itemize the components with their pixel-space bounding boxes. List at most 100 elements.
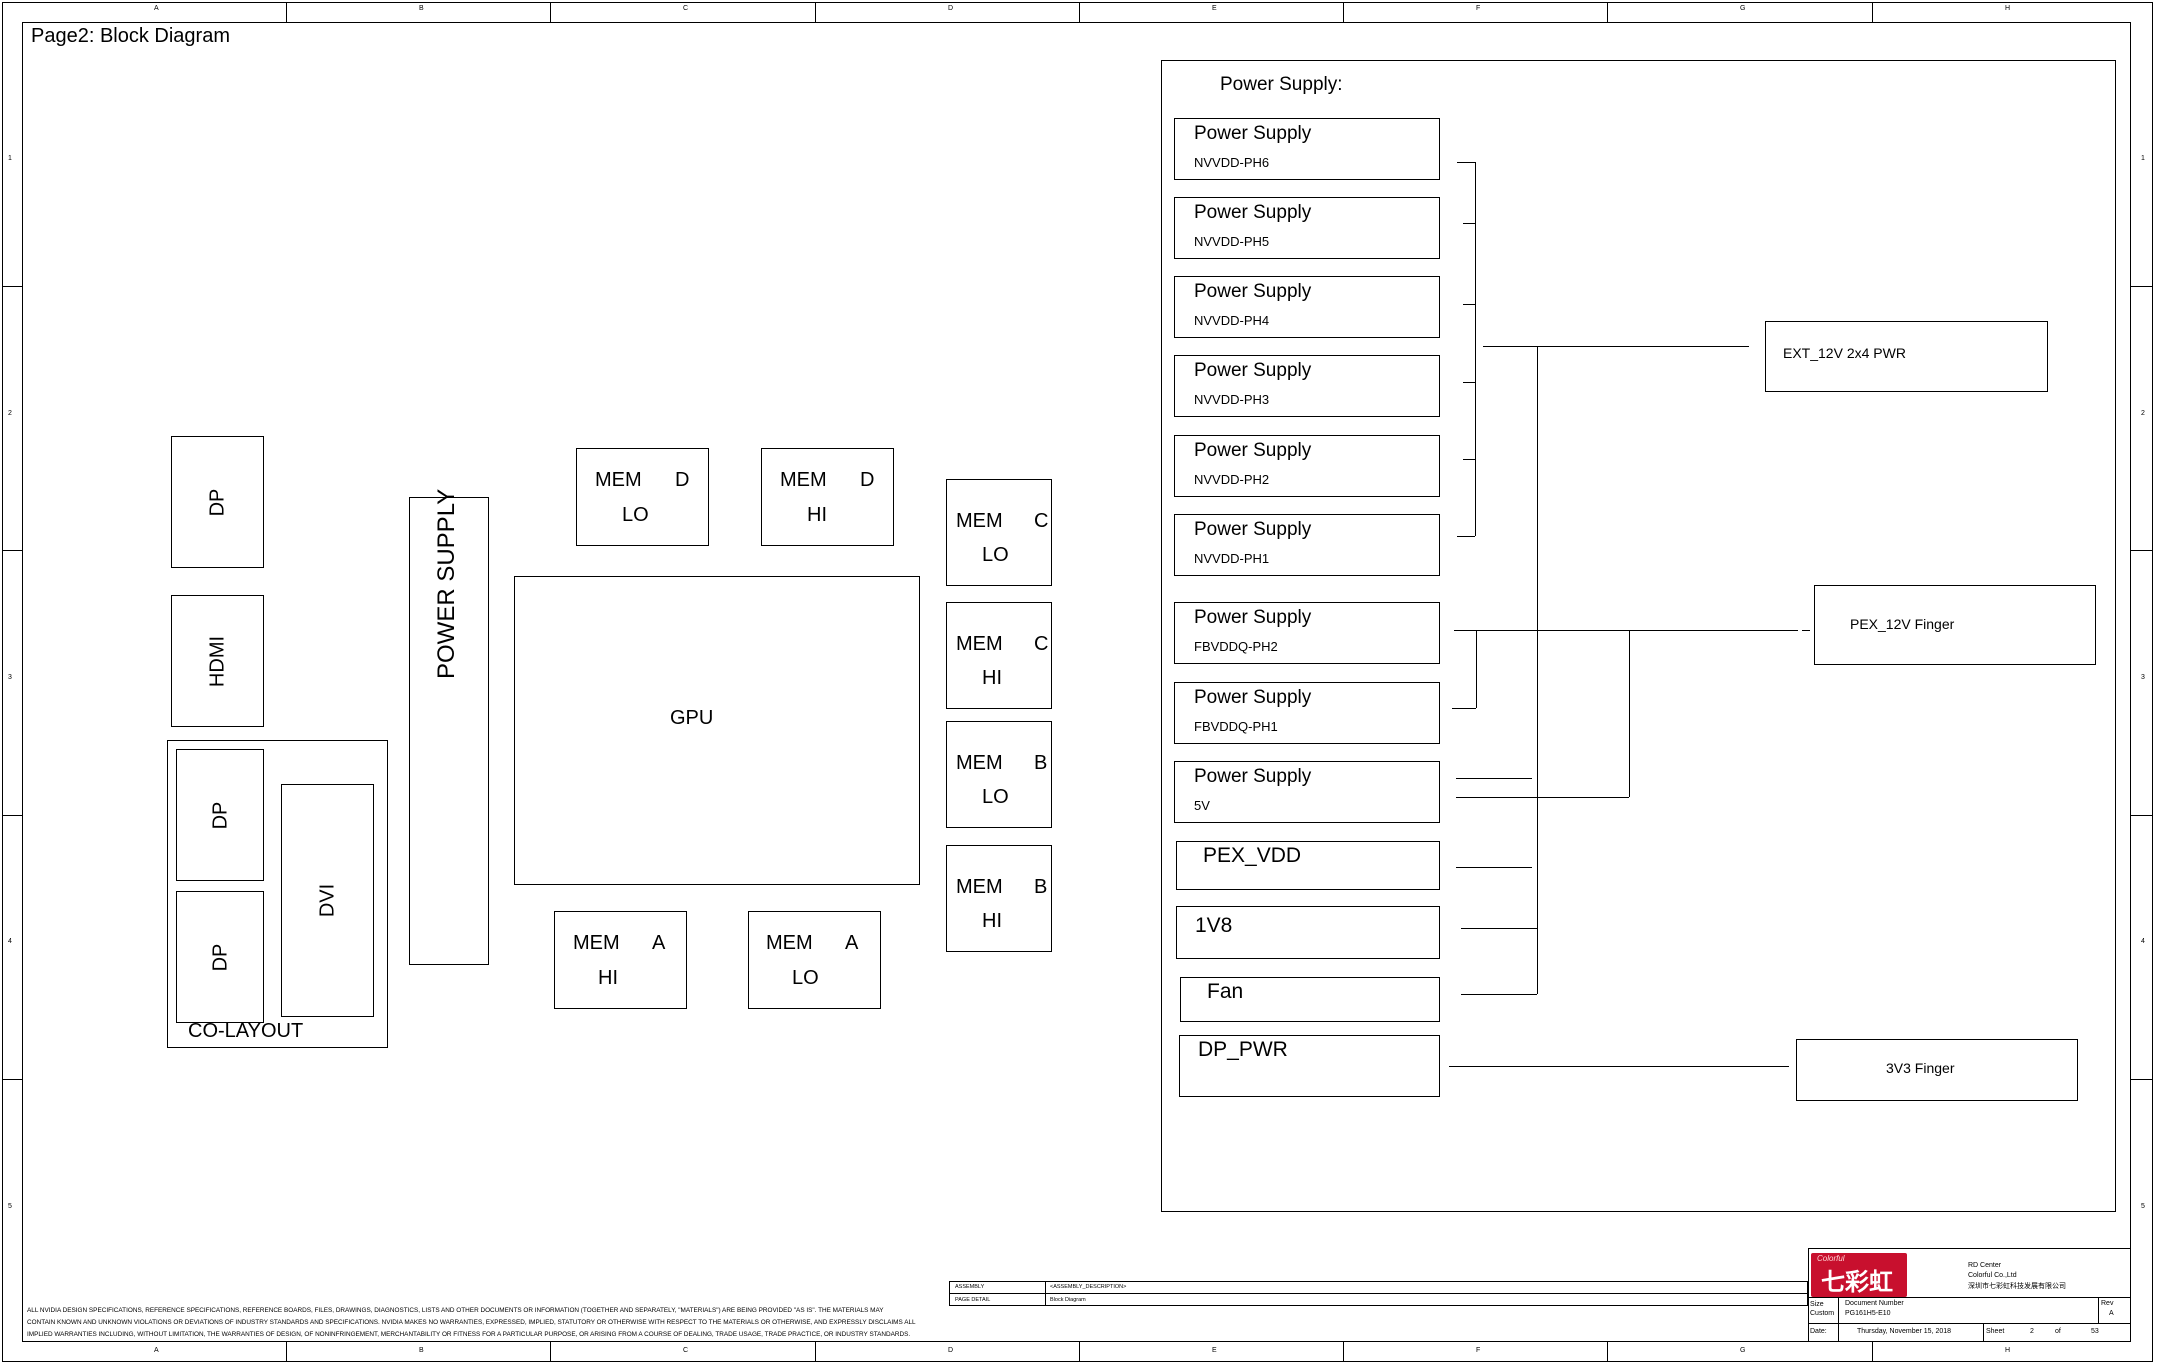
power-block-rail: NVVDD-PH2 <box>1194 472 1270 487</box>
mem-a-lo-block: MEM A LO <box>748 911 881 1009</box>
mem-label: MEM <box>780 469 827 491</box>
mem-half-label: LO <box>792 967 819 989</box>
pex12v-finger: PEX_12V Finger <box>1814 585 2096 665</box>
title-block <box>1808 1248 2131 1342</box>
row-label: 3 <box>8 674 12 681</box>
col-label: D <box>948 1347 954 1354</box>
row-label: 3 <box>2141 674 2145 681</box>
dp-connector-mid: DP <box>176 749 264 881</box>
col-label: E <box>1212 1347 1217 1354</box>
power-block-fbvddq-ph2: Power Supply FBVDDQ-PH2 <box>1174 602 1440 664</box>
power-block-title: Power Supply <box>1194 440 1312 461</box>
row-label: 1 <box>8 155 12 162</box>
sheet-label: Sheet <box>1986 1328 2005 1335</box>
col-label: D <box>948 5 954 12</box>
gpu-label: GPU <box>670 707 714 729</box>
mem-half-label: LO <box>622 504 649 526</box>
mem-bank-label: D <box>860 469 875 491</box>
fan-label: Fan <box>1207 980 1244 1003</box>
ext12v-label: EXT_12V 2x4 PWR <box>1783 345 1906 361</box>
sheet-value: 2 <box>2030 1328 2034 1335</box>
ext12v-connector: EXT_12V 2x4 PWR <box>1765 321 2048 392</box>
disclaimer-line: IMPLIED WARRANTIES INCLUDING, WITHOUT LI… <box>27 1331 911 1338</box>
power-block-nvvdd-ph1: Power Supply NVVDD-PH1 <box>1174 514 1440 576</box>
mem-d-hi-block: MEM D HI <box>761 448 894 546</box>
pex12v-label: PEX_12V Finger <box>1850 616 1955 632</box>
mem-label: MEM <box>956 633 1003 655</box>
mem-half-label: LO <box>982 786 1009 808</box>
dp-label: DP <box>209 943 232 972</box>
col-label: A <box>154 1347 159 1354</box>
dp-label: DP <box>206 488 229 517</box>
page-detail-label: PAGE DETAIL <box>955 1297 991 1303</box>
disclaimer-line: CONTAIN KNOWN AND UNKNOWN VIOLATIONS OR … <box>27 1319 916 1326</box>
rev-label: Rev <box>2101 1300 2114 1307</box>
pex-vdd-label: PEX_VDD <box>1203 844 1302 867</box>
1v8-label: 1V8 <box>1195 914 1233 937</box>
power-block-nvvdd-ph2: Power Supply NVVDD-PH2 <box>1174 435 1440 497</box>
dvi-connector: DVI <box>281 784 374 1017</box>
hdmi-label: HDMI <box>206 635 229 688</box>
power-block-title: Power Supply <box>1194 360 1312 381</box>
mem-bank-label: B <box>1034 876 1048 898</box>
power-block-rail: NVVDD-PH3 <box>1194 392 1270 407</box>
power-block-title: Power Supply <box>1194 123 1312 144</box>
colayout-label: CO-LAYOUT <box>188 1020 304 1042</box>
mem-label: MEM <box>766 932 813 954</box>
col-label: A <box>154 5 159 12</box>
hdmi-connector: HDMI <box>171 595 264 727</box>
power-block-rail: 5V <box>1194 798 1210 813</box>
power-supply-heading: Power Supply: <box>1220 74 1343 95</box>
col-label: H <box>2005 1347 2011 1354</box>
mem-label: MEM <box>956 876 1003 898</box>
col-label: E <box>1212 5 1217 12</box>
power-block-rail: FBVDDQ-PH2 <box>1194 639 1278 654</box>
of-label: of <box>2055 1328 2061 1335</box>
3v3-finger: 3V3 Finger <box>1796 1039 2078 1101</box>
col-label: B <box>419 1347 424 1354</box>
row-label: 2 <box>2141 410 2145 417</box>
row-label: 2 <box>8 410 12 417</box>
date-label: Date: <box>1810 1328 1827 1335</box>
fan-block: Fan <box>1180 977 1440 1022</box>
mem-bank-label: B <box>1034 752 1048 774</box>
row-label: 5 <box>8 1203 12 1210</box>
page-detail-value: Block Diagram <box>1050 1297 1086 1303</box>
col-label: F <box>1476 1347 1481 1354</box>
power-block-rail: NVVDD-PH6 <box>1194 155 1270 170</box>
size-label: Size <box>1810 1301 1824 1308</box>
mem-bank-label: C <box>1034 510 1049 532</box>
row-label: 4 <box>2141 938 2145 945</box>
mem-label: MEM <box>956 510 1003 532</box>
power-supply-label: POWER SUPPLY <box>433 488 460 679</box>
row-label: 4 <box>8 938 12 945</box>
gpu-block: GPU <box>514 576 920 885</box>
mem-a-hi-block: MEM A HI <box>554 911 687 1009</box>
assembly-label: ASSEMBLY <box>955 1284 985 1290</box>
rev-value: A <box>2109 1310 2114 1317</box>
row-label: 5 <box>2141 1203 2145 1210</box>
size-value: Custom <box>1810 1310 1835 1317</box>
power-block-nvvdd-ph3: Power Supply NVVDD-PH3 <box>1174 355 1440 417</box>
power-block-fbvddq-ph1: Power Supply FBVDDQ-PH1 <box>1174 682 1440 744</box>
col-label: F <box>1476 5 1481 12</box>
mem-label: MEM <box>595 469 642 491</box>
dvi-label: DVI <box>316 883 339 918</box>
power-block-title: Power Supply <box>1194 202 1312 223</box>
power-block-title: Power Supply <box>1194 519 1312 540</box>
dp-connector-bottom: DP <box>176 891 264 1023</box>
dp-connector-top: DP <box>171 436 264 568</box>
pex-vdd-block: PEX_VDD <box>1176 841 1440 890</box>
mem-half-label: HI <box>982 910 1002 932</box>
col-label: B <box>419 5 424 12</box>
col-label: C <box>683 1347 689 1354</box>
power-block-nvvdd-ph6: Power Supply NVVDD-PH6 <box>1174 118 1440 180</box>
mem-label: MEM <box>573 932 620 954</box>
colorful-logo: Colorful 七彩虹 <box>1811 1253 1907 1297</box>
power-block-title: Power Supply <box>1194 687 1312 708</box>
mem-bank-label: A <box>845 932 859 954</box>
power-block-rail: FBVDDQ-PH1 <box>1194 719 1278 734</box>
of-value: 53 <box>2091 1328 2099 1335</box>
company-line-3: 深圳市七彩虹科技发展有限公司 <box>1968 1282 2066 1290</box>
